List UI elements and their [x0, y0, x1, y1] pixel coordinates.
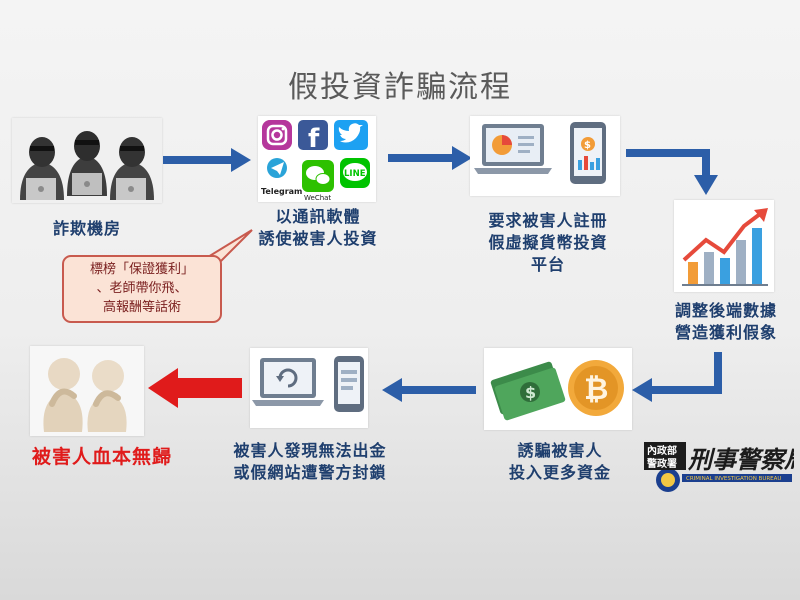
label-line: 要求被害人註冊 [488, 211, 608, 230]
phone-locked-icon [334, 356, 364, 412]
twitter-icon [334, 120, 368, 150]
label-line: 或假網站遭警方封鎖 [233, 463, 387, 482]
logo-english: CRIMINAL INVESTIGATION BUREAU [686, 476, 781, 482]
callout-line: 、老師帶你飛、 [96, 281, 188, 296]
phone-dollar-icon: $ [570, 122, 606, 184]
victims-image [30, 346, 144, 436]
laptop-refresh-icon [252, 358, 324, 406]
cash-icon: $ [490, 361, 566, 421]
money-bitcoin-image: $ ₿ [484, 348, 632, 430]
line-icon: LINE [340, 158, 370, 188]
bitcoin-icon: ₿ [568, 360, 624, 416]
callout-tactics: 標榜「保證獲利」 、老師帶你飛、 高報酬等話術 [62, 255, 222, 323]
label-line: 以通訊軟體 [275, 207, 361, 226]
label-line: 誘使被害人投資 [258, 229, 378, 248]
label-line: 營造獲利假象 [674, 323, 777, 342]
svg-text:$: $ [525, 383, 536, 402]
diagram-title: 假投資詐騙流程 [288, 70, 512, 105]
wechat-icon: WeChat [302, 160, 334, 202]
label-line: 假虛擬貨幣投資 [488, 233, 608, 252]
rising-chart-image [674, 200, 774, 292]
callout-line: 標榜「保證獲利」 [89, 262, 194, 277]
facebook-icon: f [298, 120, 328, 154]
logo-org-line1: 內政部 [647, 444, 677, 457]
sad-figure-icon [87, 360, 127, 432]
label-discover: 被害人發現無法出金 或假網站遭警方封鎖 [210, 440, 410, 484]
label-line: 平台 [530, 255, 565, 274]
label-messaging: 以通訊軟體 誘使被害人投資 [218, 206, 418, 250]
svg-text:WeChat: WeChat [304, 194, 331, 202]
arrow-left-1 [382, 378, 476, 402]
label-line: 投入更多資金 [508, 463, 611, 482]
label-line: 調整後端數據 [674, 301, 777, 320]
arrow-elbow-left [632, 352, 722, 402]
label-line: 被害人發現無法出金 [233, 441, 387, 460]
laptop-chart-icon [474, 124, 552, 174]
arrow-right-2 [388, 146, 472, 170]
label-victim-loss: 被害人血本無歸 [31, 446, 172, 468]
label-lure: 誘騙被害人 投入更多資金 [460, 440, 660, 484]
svg-text:LINE: LINE [344, 169, 366, 179]
arrow-elbow-down-1 [626, 149, 718, 195]
arrow-right-1 [163, 148, 251, 172]
register-platform-image: $ [470, 116, 620, 196]
messaging-apps-image: f Telegram WeChat LINE [258, 116, 376, 202]
svg-text:₿: ₿ [584, 372, 608, 407]
label-adjust: 調整後端數據 營造獲利假象 [656, 300, 796, 344]
blocked-site-image [250, 348, 368, 428]
label-line: 誘騙被害人 [517, 441, 603, 460]
hacker-figure [67, 131, 107, 196]
svg-text:f: f [308, 124, 320, 154]
instagram-icon [262, 120, 292, 150]
bar-chart-icon [682, 208, 768, 286]
sad-figure-icon [43, 358, 83, 432]
logo-org-line2: 警政署 [646, 457, 677, 470]
cib-logo: 內政部 警政署 刑事警察局 CRIMINAL INVESTIGATION BUR… [642, 438, 800, 496]
logo-name: 刑事警察局 [687, 446, 794, 474]
svg-text:$: $ [584, 140, 591, 151]
label-fraud-room: 詐欺機房 [52, 219, 121, 238]
hackers-image [12, 118, 162, 203]
svg-text:Telegram: Telegram [261, 187, 302, 196]
callout-line: 高報酬等話術 [102, 300, 181, 315]
arrow-left-red [148, 368, 242, 408]
label-register: 要求被害人註冊 假虛擬貨幣投資 平台 [448, 210, 648, 276]
telegram-icon: Telegram [261, 158, 302, 196]
